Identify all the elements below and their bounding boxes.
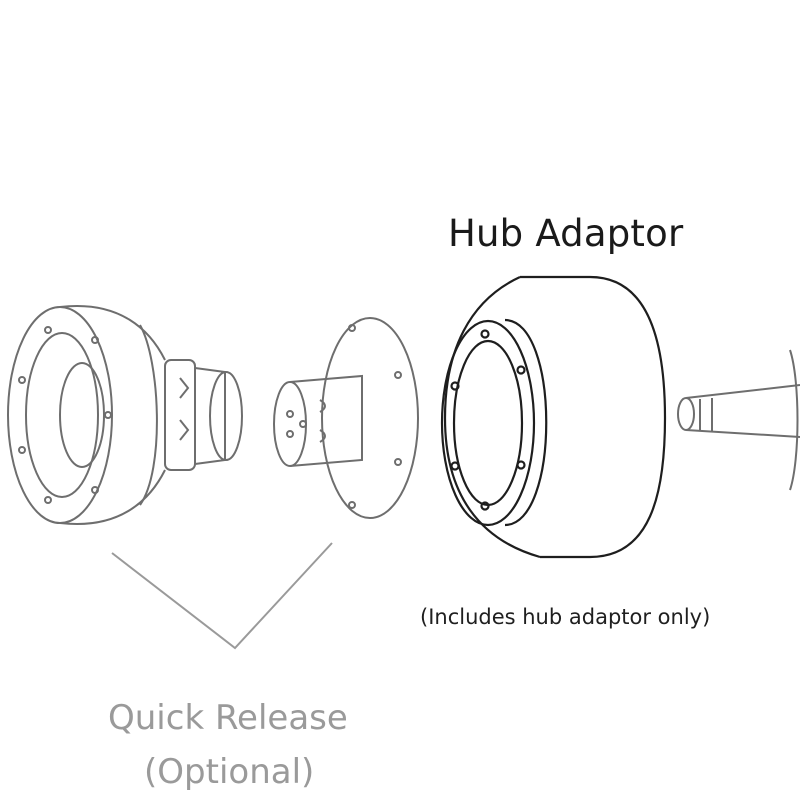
steering-shaft-part (677, 349, 800, 491)
optional-label: (Optional) (144, 752, 315, 792)
includes-note: (Includes hub adaptor only) (420, 605, 711, 629)
quick-release-pointer (111, 542, 333, 650)
quick-release-label: Quick Release (108, 698, 348, 738)
hub-adaptor-part (440, 275, 667, 559)
quick-release-part (7, 304, 243, 526)
flange-plate-part (273, 317, 419, 519)
hub-adaptor-title: Hub Adaptor (448, 212, 684, 255)
